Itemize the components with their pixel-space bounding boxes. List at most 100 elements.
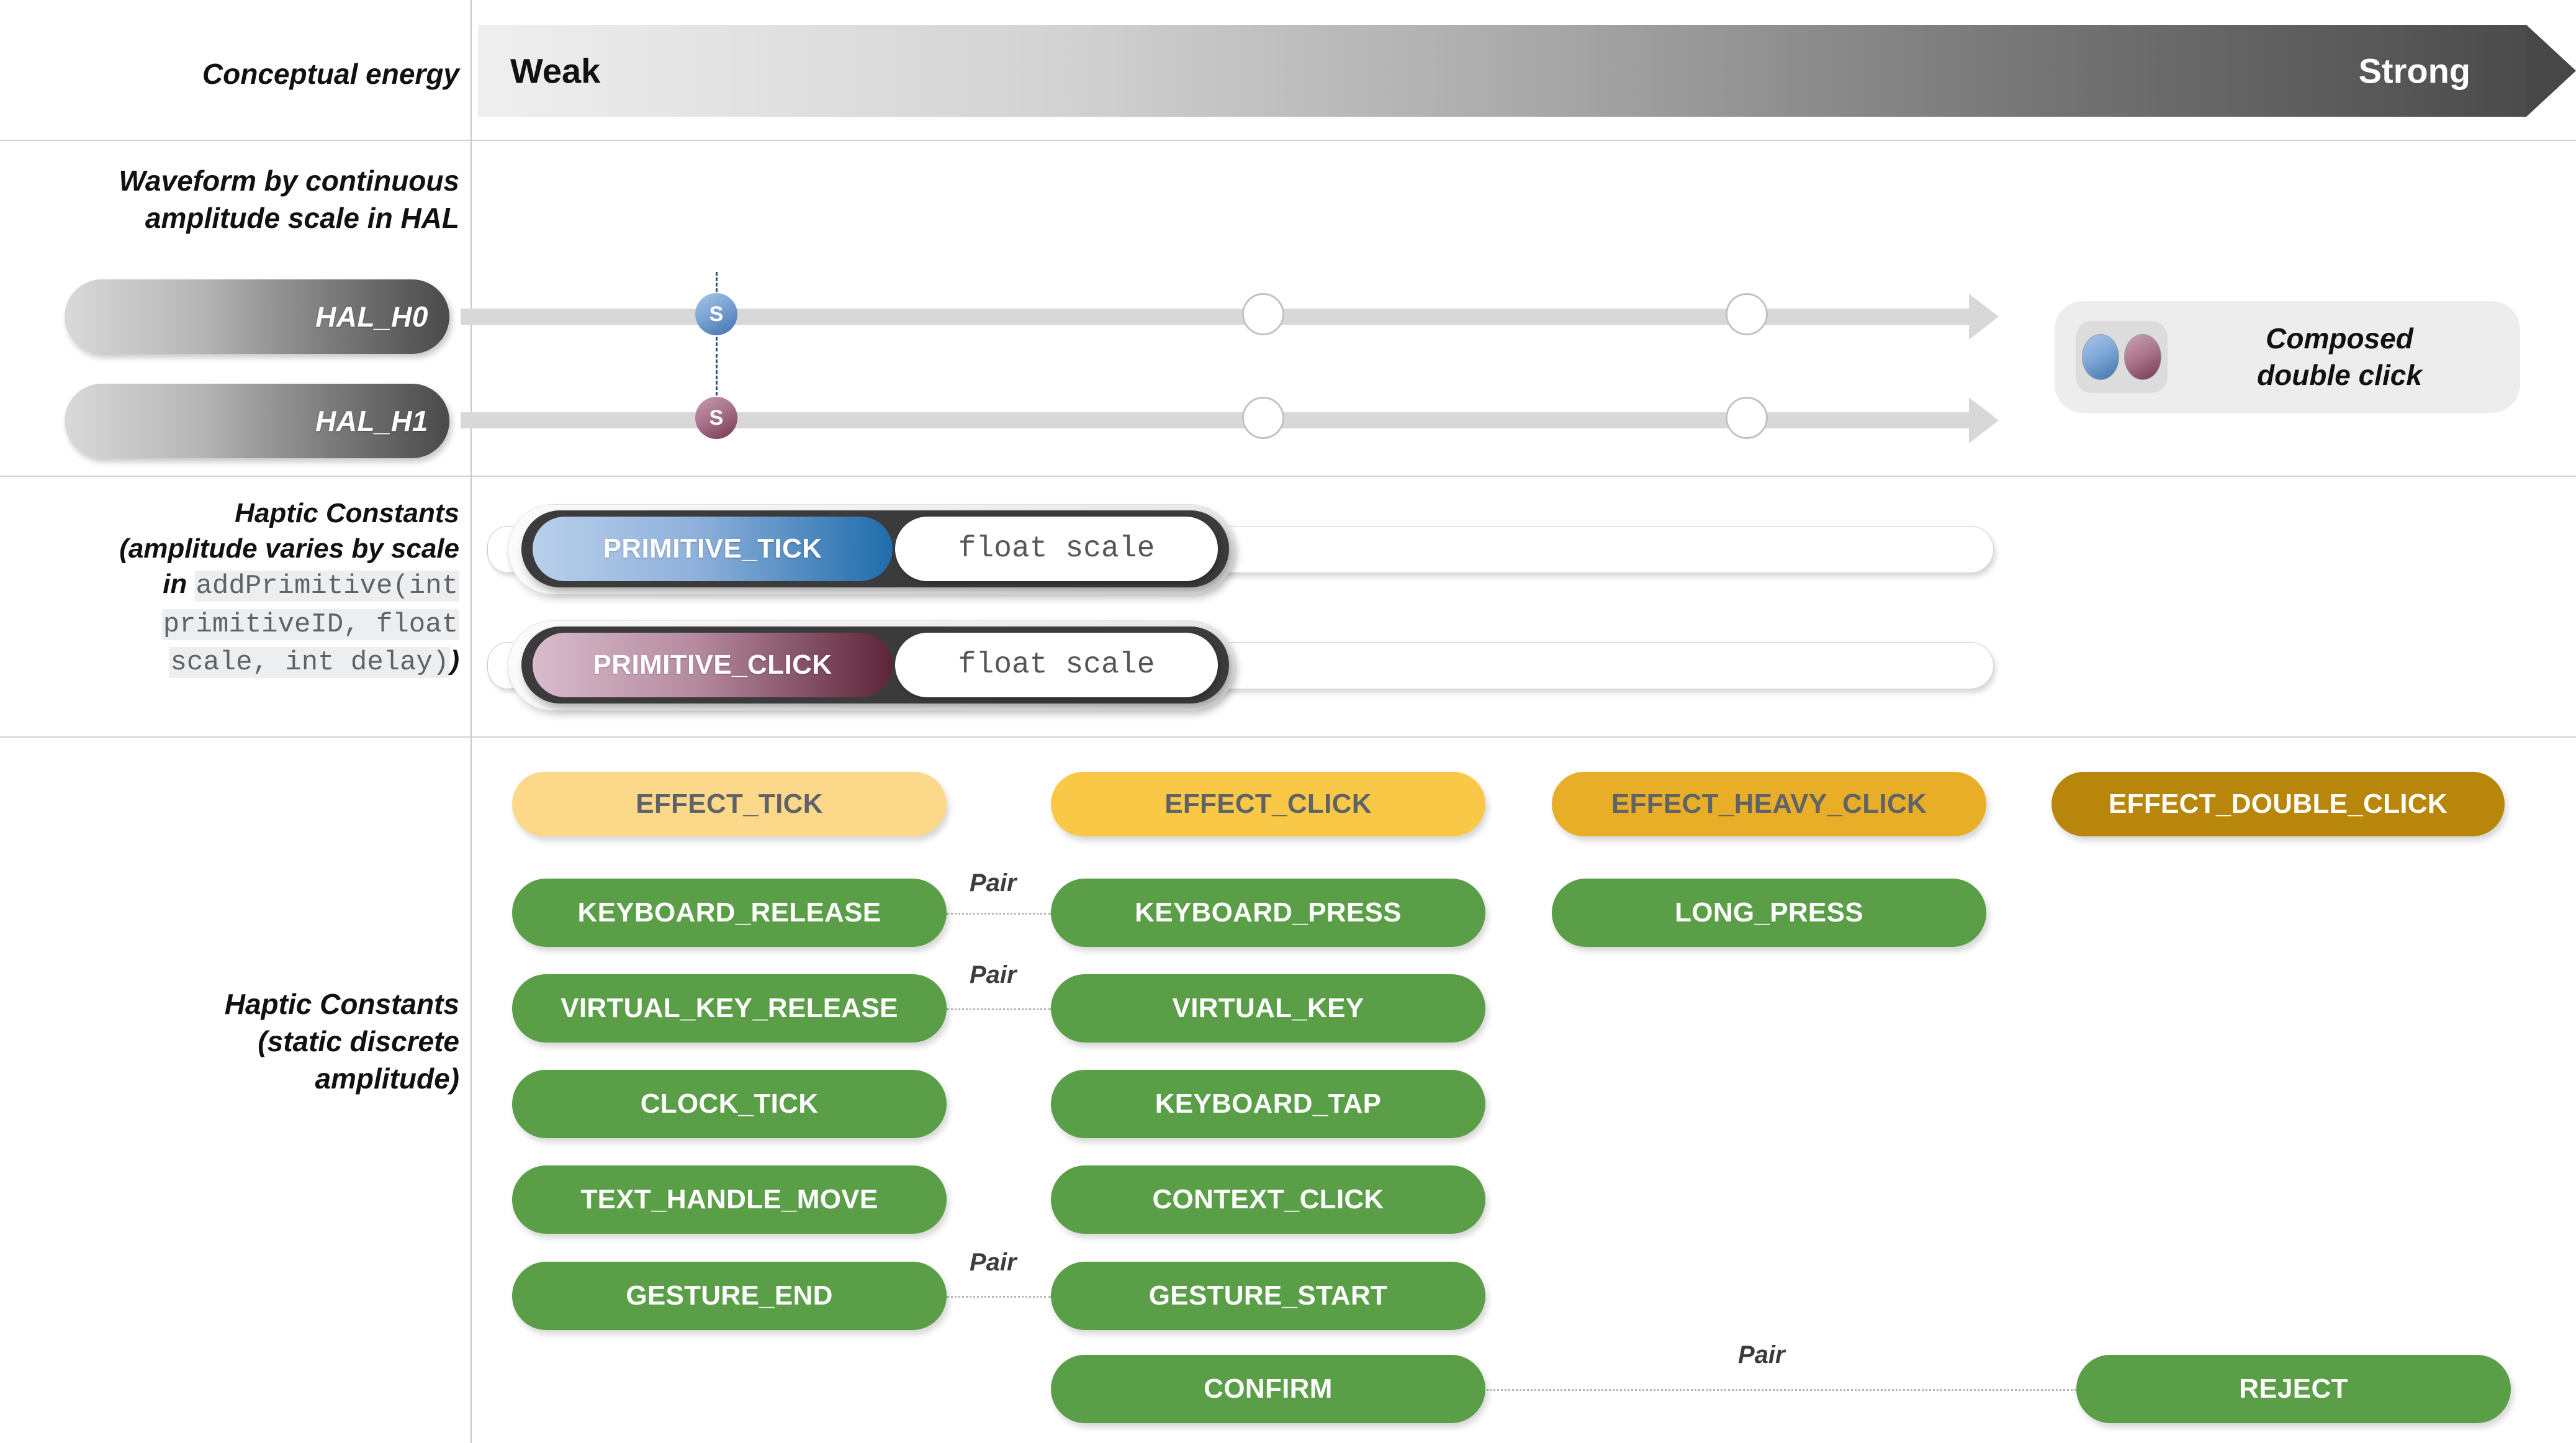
primitive-click-param-label: float scale bbox=[958, 648, 1155, 682]
composed-dot-click bbox=[2124, 334, 2161, 380]
primitive-tick-param: float scale bbox=[895, 517, 1218, 581]
constant-long-press-pill[interactable]: LONG_PRESS bbox=[1552, 879, 1986, 947]
row-label-primitives-line3: in addPrimitive(int bbox=[0, 566, 459, 604]
hal-h1-label: HAL_H1 bbox=[315, 405, 428, 437]
constant-virtual-key-label: VIRTUAL_KEY bbox=[1172, 993, 1364, 1023]
hal-h0-node-3 bbox=[1726, 293, 1768, 335]
constant-clock-tick-pill[interactable]: CLOCK_TICK bbox=[512, 1070, 947, 1138]
column-divider bbox=[471, 0, 472, 1443]
constant-context-click-pill[interactable]: CONTEXT_CLICK bbox=[1051, 1165, 1485, 1234]
constant-long-press-label: LONG_PRESS bbox=[1675, 897, 1863, 928]
composed-double-click-card: Composed double click bbox=[2055, 301, 2520, 413]
energy-strong-label: Strong bbox=[2358, 51, 2470, 91]
primitive-click-chip: PRIMITIVE_CLICK bbox=[533, 633, 893, 697]
row-label-primitives-tail: ) bbox=[450, 645, 459, 676]
row-label-constants-line2: (static discrete bbox=[258, 1025, 459, 1057]
effect-tick-label: EFFECT_TICK bbox=[636, 789, 823, 819]
composed-line2: double click bbox=[2257, 359, 2422, 391]
row-label-primitives: Haptic Constants (amplitude varies by sc… bbox=[0, 495, 475, 681]
composed-dot-tick bbox=[2082, 334, 2119, 380]
hal-h0-scale-marker: S bbox=[695, 293, 737, 335]
constant-context-click-label: CONTEXT_CLICK bbox=[1152, 1184, 1384, 1215]
row-divider-1 bbox=[0, 140, 2576, 141]
pair-connector-keyboard bbox=[947, 913, 1051, 915]
constant-reject-label: REJECT bbox=[2239, 1373, 2348, 1404]
constant-confirm-pill[interactable]: CONFIRM bbox=[1051, 1355, 1485, 1423]
energy-weak-label: Weak bbox=[510, 51, 601, 91]
hal-h1-track-arrowhead-icon bbox=[1969, 397, 1999, 443]
constant-gesture-start-pill[interactable]: GESTURE_START bbox=[1051, 1262, 1485, 1330]
effect-double-click-label: EFFECT_DOUBLE_CLICK bbox=[2109, 789, 2448, 819]
constant-gesture-end-pill[interactable]: GESTURE_END bbox=[512, 1262, 947, 1330]
pair-label-confirm-reject: Pair bbox=[1738, 1341, 1785, 1368]
row-label-primitives-in: in bbox=[163, 569, 195, 600]
composed-double-click-text: Composed double click bbox=[2168, 320, 2520, 394]
row-label-waveform: Waveform by continuous amplitude scale i… bbox=[0, 163, 475, 237]
primitive-tick-chip: PRIMITIVE_TICK bbox=[533, 517, 893, 581]
hal-h1-scale-marker-label: S bbox=[709, 405, 724, 430]
constant-gesture-start-label: GESTURE_START bbox=[1148, 1280, 1388, 1311]
hal-h1-node-3 bbox=[1726, 397, 1768, 439]
pair-connector-gesture bbox=[947, 1296, 1051, 1298]
pair-label-virtual-key: Pair bbox=[970, 961, 1017, 988]
row-label-constants: Haptic Constants (static discrete amplit… bbox=[0, 986, 475, 1097]
constant-keyboard-tap-pill[interactable]: KEYBOARD_TAP bbox=[1051, 1070, 1485, 1138]
constant-clock-tick-label: CLOCK_TICK bbox=[640, 1088, 819, 1119]
row-label-primitives-code1: addPrimitive(int bbox=[194, 571, 459, 602]
constant-virtual-key-release-pill[interactable]: VIRTUAL_KEY_RELEASE bbox=[512, 974, 947, 1043]
primitive-click-param: float scale bbox=[895, 633, 1218, 697]
effect-click-label: EFFECT_CLICK bbox=[1164, 789, 1372, 819]
hal-h0-node-2 bbox=[1242, 293, 1284, 335]
row-divider-3 bbox=[0, 736, 2576, 738]
constant-confirm-label: CONFIRM bbox=[1204, 1373, 1333, 1404]
energy-gradient-bar bbox=[478, 25, 2526, 117]
hal-h1-capsule: HAL_H1 bbox=[65, 384, 449, 458]
constant-keyboard-press-label: KEYBOARD_PRESS bbox=[1135, 897, 1402, 928]
row-label-waveform-line2: amplitude scale in HAL bbox=[145, 201, 459, 234]
constant-reject-pill[interactable]: REJECT bbox=[2076, 1355, 2511, 1423]
effect-double-click-pill[interactable]: EFFECT_DOUBLE_CLICK bbox=[2051, 772, 2505, 836]
primitive-tick-param-label: float scale bbox=[958, 532, 1155, 566]
row-label-primitives-line5: scale, int delay)) bbox=[0, 643, 459, 681]
pair-label-keyboard: Pair bbox=[970, 869, 1017, 897]
hal-h0-scale-marker-label: S bbox=[709, 302, 724, 326]
constant-keyboard-release-label: KEYBOARD_RELEASE bbox=[577, 897, 881, 928]
row-divider-2 bbox=[0, 476, 2576, 477]
hal-h1-scale-marker: S bbox=[695, 397, 737, 439]
hal-h0-track-arrowhead-icon bbox=[1969, 294, 1999, 340]
row-label-primitives-code2: primitiveID, float bbox=[161, 608, 459, 640]
constant-keyboard-tap-label: KEYBOARD_TAP bbox=[1155, 1088, 1382, 1119]
row-label-primitives-line2: (amplitude varies by scale bbox=[119, 533, 459, 564]
row-label-primitives-line4: primitiveID, float bbox=[0, 605, 459, 643]
effect-tick-pill[interactable]: EFFECT_TICK bbox=[512, 772, 947, 836]
effect-heavy-click-label: EFFECT_HEAVY_CLICK bbox=[1611, 789, 1927, 819]
hal-h0-label: HAL_H0 bbox=[315, 301, 428, 333]
pair-connector-confirm-reject bbox=[1487, 1389, 2076, 1391]
constant-virtual-key-pill[interactable]: VIRTUAL_KEY bbox=[1051, 974, 1485, 1043]
row-label-constants-line1: Haptic Constants bbox=[224, 988, 459, 1020]
row-label-primitives-code3: scale, int delay) bbox=[169, 646, 451, 678]
composed-line1: Composed bbox=[2266, 322, 2413, 355]
effect-heavy-click-pill[interactable]: EFFECT_HEAVY_CLICK bbox=[1552, 772, 1986, 836]
pair-connector-virtual-key bbox=[947, 1008, 1051, 1010]
energy-arrowhead-icon bbox=[2526, 25, 2576, 117]
constant-text-handle-move-pill[interactable]: TEXT_HANDLE_MOVE bbox=[512, 1165, 947, 1234]
conceptual-energy-arrow: Weak Strong bbox=[478, 25, 2576, 117]
row-label-waveform-line1: Waveform by continuous bbox=[119, 165, 459, 197]
composed-double-click-icon bbox=[2076, 321, 2168, 393]
hal-h1-node-2 bbox=[1242, 397, 1284, 439]
hal-h0-capsule: HAL_H0 bbox=[65, 279, 449, 354]
constant-gesture-end-label: GESTURE_END bbox=[626, 1280, 833, 1311]
constant-virtual-key-release-label: VIRTUAL_KEY_RELEASE bbox=[561, 993, 898, 1023]
pair-label-gesture: Pair bbox=[970, 1249, 1017, 1276]
row-label-constants-line3: amplitude) bbox=[315, 1062, 459, 1095]
constant-keyboard-release-pill[interactable]: KEYBOARD_RELEASE bbox=[512, 879, 947, 947]
effect-click-pill[interactable]: EFFECT_CLICK bbox=[1051, 772, 1485, 836]
constant-keyboard-press-pill[interactable]: KEYBOARD_PRESS bbox=[1051, 879, 1485, 947]
row-label-conceptual-energy: Conceptual energy bbox=[202, 58, 459, 90]
row-label-primitives-line1: Haptic Constants bbox=[235, 498, 459, 528]
primitive-tick-label: PRIMITIVE_TICK bbox=[603, 533, 822, 564]
primitive-click-label: PRIMITIVE_CLICK bbox=[593, 649, 832, 680]
hal-h1-marker-guideline bbox=[716, 354, 718, 433]
